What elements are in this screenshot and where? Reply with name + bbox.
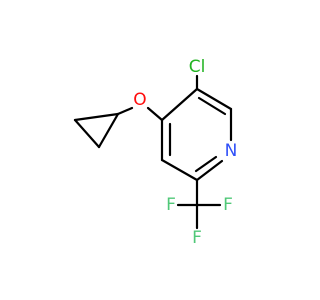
bond-o-cp1 xyxy=(116,106,134,116)
atom-label-f-right: F xyxy=(223,195,233,215)
bond-cp2-cp3 xyxy=(73,118,101,149)
bond-n1-c2-double xyxy=(194,155,218,173)
bond-cp3-cp1 xyxy=(97,112,120,149)
atom-label-f-left: F xyxy=(166,195,176,215)
bond-c4-c5 xyxy=(160,87,199,122)
atom-label-n: N xyxy=(225,141,238,161)
bond-cp1-cp2 xyxy=(73,112,120,122)
atom-label-o: O xyxy=(133,90,146,110)
bond-n1-c2 xyxy=(195,159,224,182)
atom-label-f-bottom: F xyxy=(192,228,202,248)
bond-c5-c6 xyxy=(195,87,233,111)
bond-c2-c3 xyxy=(160,158,199,182)
bond-c5-c6-double xyxy=(197,96,227,116)
bond-c4-o xyxy=(146,106,164,122)
atom-label-cl: Cl xyxy=(189,57,206,77)
chemical-structure-diagram: Cl O N F F F xyxy=(73,57,238,248)
